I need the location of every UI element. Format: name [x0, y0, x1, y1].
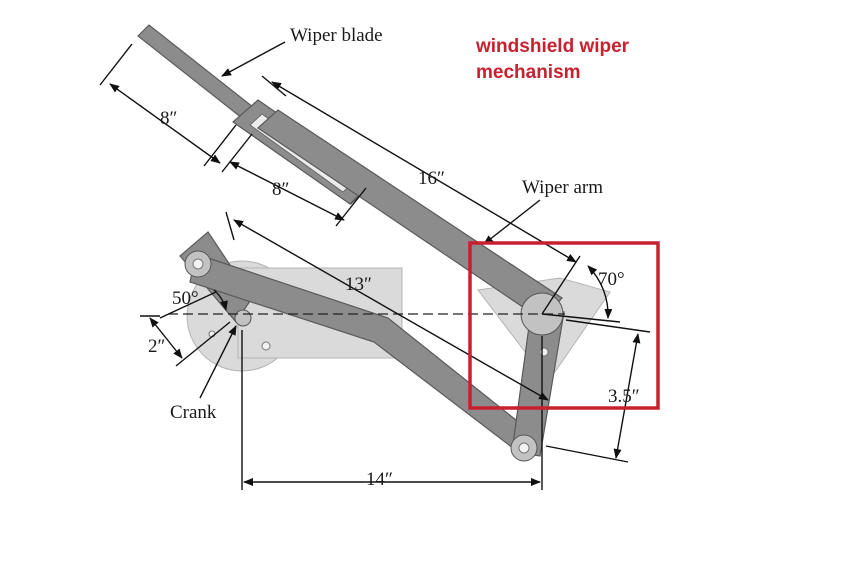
wiper-arm-leader	[483, 199, 541, 245]
crank-label: Crank	[170, 402, 217, 423]
dim-crank-angle: 50°	[172, 288, 199, 309]
dim-crank-length: 2″	[148, 336, 165, 357]
dim-arm-length: 16″	[418, 168, 445, 189]
dimension-lines	[99, 43, 651, 490]
wiper-blade-label: Wiper blade	[290, 25, 383, 46]
wiper-arm-label: Wiper arm	[522, 177, 603, 198]
dim-blade-length: 8″	[160, 108, 177, 129]
dim-arm-angle: 70°	[598, 269, 625, 290]
highlight-box	[468, 241, 660, 410]
dim-blade-mount: 8″	[272, 179, 289, 200]
crank-pivot	[234, 309, 252, 327]
title-line-1: windshield wiper	[475, 36, 630, 57]
crank-leader	[199, 325, 237, 399]
title-line-2: mechanism	[476, 62, 581, 83]
dim-rocker-length: 3.5″	[608, 386, 640, 407]
dim-ground-length: 14″	[366, 469, 393, 490]
dim-coupler-length: 13″	[345, 274, 372, 295]
wiper-blade-leader	[221, 41, 286, 77]
